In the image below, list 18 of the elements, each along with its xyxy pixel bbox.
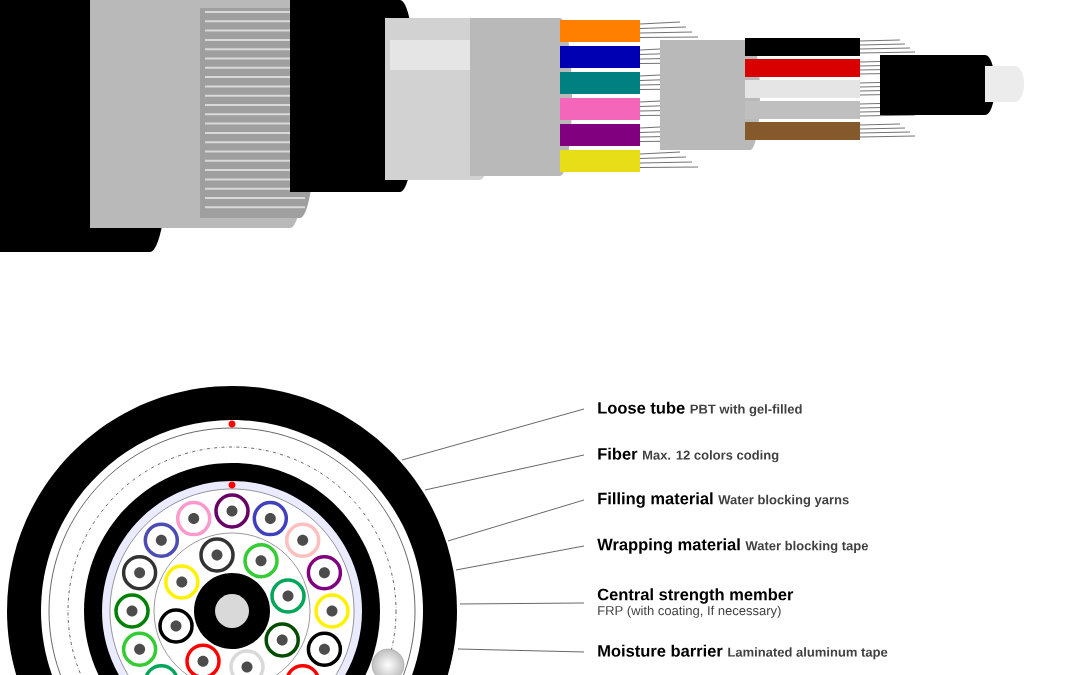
part-name: Wrapping material: [597, 538, 740, 554]
part-description: FRP (with coating, If necessary): [598, 605, 781, 618]
leader-line: [459, 602, 585, 605]
leader-line: [457, 648, 585, 653]
part-description: Water blocking yarns: [718, 494, 849, 507]
part-description: Water blocking tape: [745, 540, 868, 553]
part-name: Fiber: [598, 447, 638, 460]
leader-line: [424, 454, 585, 491]
part-description: Max. 12 colors coding: [643, 450, 779, 463]
part-name: Moisture barrier: [598, 644, 723, 657]
leader-line: [455, 545, 585, 571]
part-name: Filling material: [598, 492, 713, 508]
part-description: PBT with gel-filled: [690, 404, 802, 417]
leader-line: [447, 499, 585, 542]
part-description: Laminated aluminum tape: [728, 647, 888, 660]
part-name: Loose tube: [598, 401, 685, 414]
leader-line: [401, 408, 585, 461]
part-name: Central strength member: [597, 588, 794, 604]
